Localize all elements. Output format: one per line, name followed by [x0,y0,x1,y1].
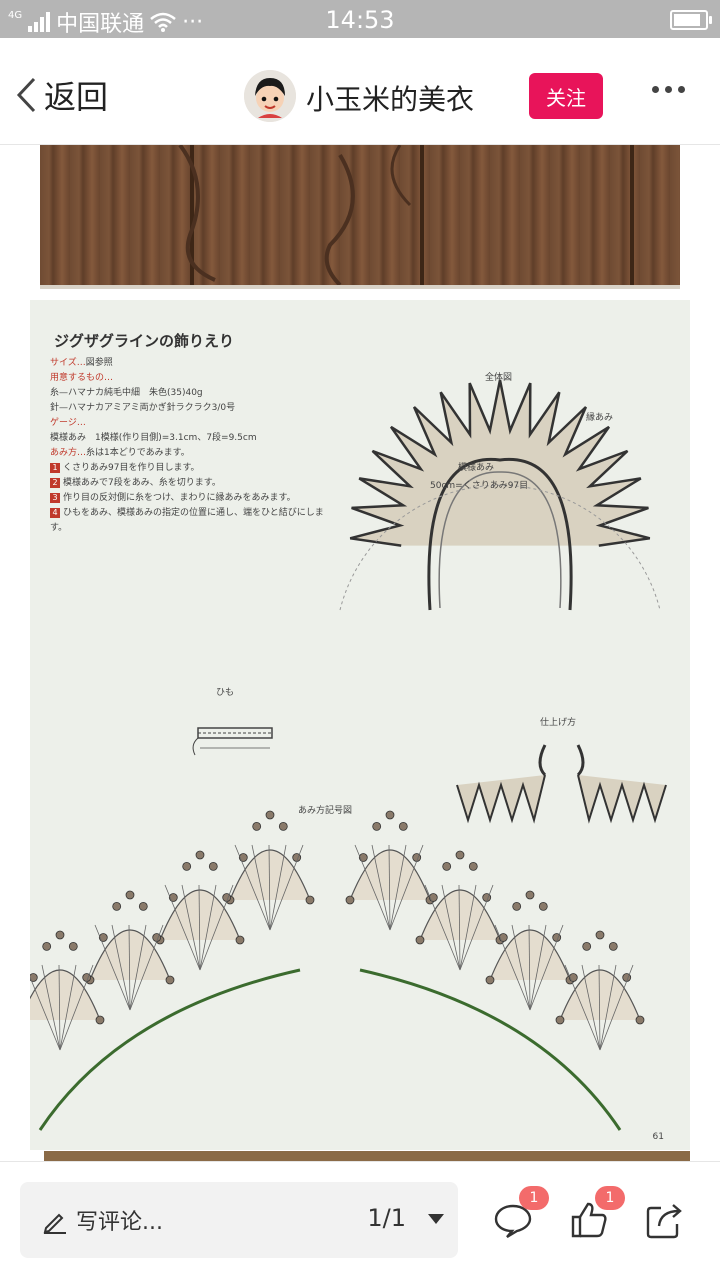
pattern-title: ジグザグラインの飾りえり [54,332,235,350]
finish-diagram-left [456,744,547,824]
network-type: 4G [8,10,23,21]
bottom-action-bar: 写评论... 1/1 1 1 [0,1161,720,1281]
like-count-badge: 1 [595,1186,625,1210]
label-overall: 全体図 [485,373,513,383]
nav-bar: 返回 小玉米的美衣 关注 [0,38,720,145]
stitch-chart-left [30,810,315,1131]
like-button[interactable]: 1 [569,1186,625,1240]
comment-button[interactable]: 1 [493,1186,549,1240]
signal-icon [28,12,51,32]
finish-diagram-right [576,744,667,824]
comment-bubble-icon [494,1204,532,1239]
label-pattern-stitch: 模様あみ [458,463,495,473]
thumbs-up-icon [571,1202,607,1238]
label-symbol-chart: あみ方記号図 [298,806,353,816]
comment-input[interactable]: 写评论... 1/1 [20,1182,458,1258]
note-line: ゲージ… [50,418,86,428]
author-name[interactable]: 小玉米的美衣 [306,83,475,116]
share-button[interactable] [645,1200,685,1240]
label-cord: ひも [216,688,235,698]
wood-photo [40,145,680,289]
image-pager: 1/1 [367,1204,406,1232]
battery-icon [670,10,712,30]
chevron-left-icon [16,77,36,113]
collar-overall-diagram [30,379,667,1131]
label-chain: 50cm=くさりあみ97目 [430,481,529,491]
label-finish: 仕上げ方 [540,718,577,728]
wood-board-seam [190,145,194,285]
comment-placeholder: 写评论... [76,1210,163,1235]
note-line: 模様あみ 1模様(作り目側)=3.1cm、7段=9.5cm [50,433,257,443]
caret-down-icon[interactable] [428,1214,444,1224]
more-dot-icon [652,86,659,93]
avatar-face-icon [244,70,296,122]
pencil-icon [43,1213,66,1234]
page-number: 61 [652,1132,664,1142]
collar-sunburst-shape [339,379,661,611]
battery-fill [674,14,700,26]
note-line: 糸—ハマナカ純毛中細 朱色(35)40g [50,388,203,398]
wood-board-seam [420,145,424,285]
more-dot-icon [678,86,685,93]
status-bar: 4G 中国联通 ··· 14:53 [0,0,720,38]
wood-board-seam [630,145,634,285]
status-more: ··· [182,9,204,35]
stitch-chart-right [345,810,645,1131]
next-image-strip [44,1151,690,1161]
note-line: サイズ…図参照 [50,358,113,368]
wifi-icon [150,12,176,32]
back-button[interactable]: 返回 [14,72,108,118]
more-menu-button[interactable] [652,86,685,93]
clock: 14:53 [325,6,395,34]
post-content[interactable]: ジグザグラインの飾りえり サイズ…図参照 用意するもの… 糸—ハマナカ純毛中細 … [0,145,720,1161]
pattern-notes: サイズ…図参照 用意するもの… 糸—ハマナカ純毛中細 朱色(35)40g 針—ハ… [50,356,330,536]
note-line: 針—ハマナカアミアミ両かぎ針ラクラク3/0号 [50,403,236,413]
share-icon [646,1204,682,1239]
carrier-info: 4G 中国联通 ··· [8,6,203,38]
label-edge: 縁あみ [586,413,614,423]
carrier-name: 中国联通 [56,12,145,37]
more-dot-icon [665,86,672,93]
note-line: あみ方…糸は1本どりであみます。 [50,448,190,458]
cord-sketch [192,727,273,756]
back-label: 返回 [44,78,109,116]
avatar[interactable] [244,70,296,122]
note-line: 用意するもの… [50,373,114,383]
yarn-strands [178,145,412,285]
crochet-pattern-page: ジグザグラインの飾りえり サイズ…図参照 用意するもの… 糸—ハマナカ純毛中細 … [30,300,690,1150]
follow-button[interactable]: 关注 [529,73,603,119]
comment-count-badge: 1 [519,1186,549,1210]
